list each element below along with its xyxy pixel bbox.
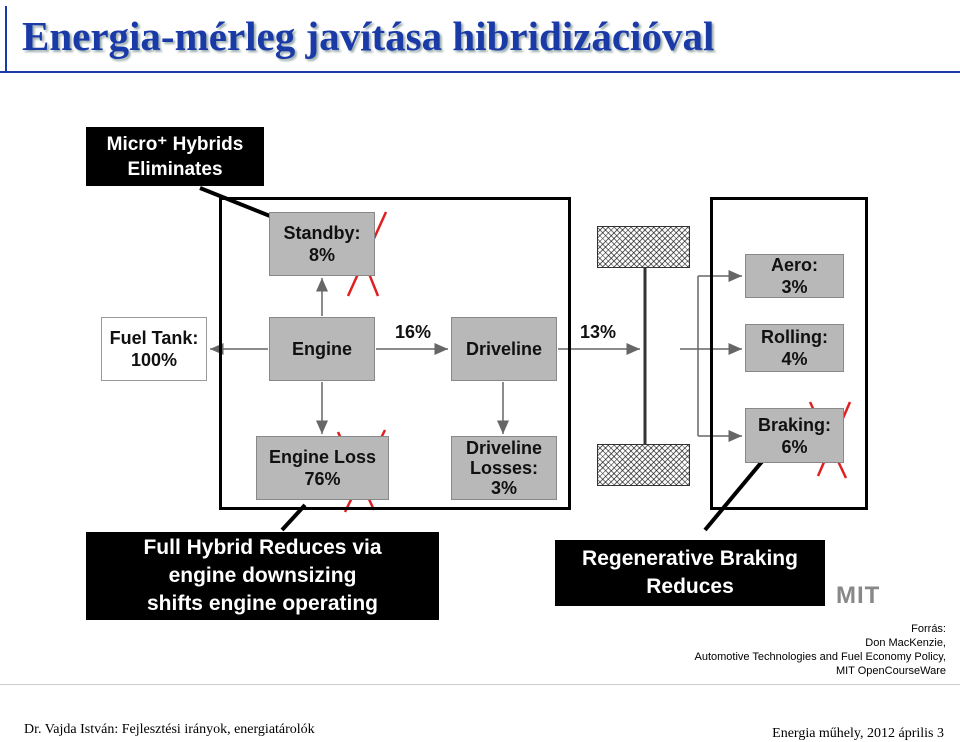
fuel-tank-box: Fuel Tank: 100% [101,317,207,381]
source-line1: Forrás: [694,622,946,636]
driveline-losses-box: Driveline Losses: 3% [451,436,557,500]
micro-line1: Micro⁺ Hybrids [107,132,244,157]
fuel-tank-value: 100% [131,349,177,371]
aero-box: Aero: 3% [745,254,844,298]
braking-box: Braking: 6% [745,408,844,463]
driveline-losses-label2: Losses: [470,458,538,478]
micro-hybrids-callout: Micro⁺ Hybrids Eliminates [86,127,264,186]
rolling-label: Rolling: [761,326,828,348]
wheel-top-icon [597,226,690,268]
source-line3: Automotive Technologies and Fuel Economy… [694,650,946,664]
source-line4: MIT OpenCourseWare [694,664,946,678]
braking-value: 6% [781,436,807,458]
flow-driveline-wheels: 13% [580,322,616,343]
full-line2: engine downsizing [169,562,357,590]
engine-loss-value: 76% [304,468,340,490]
mit-logo: MIT [836,582,880,610]
full-line1: Full Hybrid Reduces via [143,534,381,562]
rolling-box: Rolling: 4% [745,324,844,372]
micro-line2: Eliminates [127,157,222,182]
driveline-label: Driveline [466,338,542,360]
full-hybrid-callout: Full Hybrid Reduces via engine downsizin… [86,532,439,620]
aero-value: 3% [781,276,807,298]
engine-label: Engine [292,338,352,360]
footer-divider [0,684,960,685]
wheel-bottom-icon [597,444,690,486]
source-block: Forrás: Don MacKenzie, Automotive Techno… [694,622,946,678]
driveline-box: Driveline [451,317,557,381]
engine-loss-label: Engine Loss [269,446,376,468]
full-line3: shifts engine operating [147,590,378,618]
regen-braking-callout: Regenerative Braking Reduces [555,540,825,606]
regen-line2: Reduces [646,573,734,601]
footer-left: Dr. Vajda István: Fejlesztési irányok, e… [24,722,315,738]
standby-box: Standby: 8% [269,212,375,276]
standby-label: Standby: [283,222,360,244]
aero-label: Aero: [771,254,818,276]
braking-label: Braking: [758,414,831,436]
standby-value: 8% [309,244,335,266]
rolling-value: 4% [781,348,807,370]
source-line2: Don MacKenzie, [694,636,946,650]
engine-box: Engine [269,317,375,381]
footer-right: Energia műhely, 2012 április 3 [772,726,944,742]
engine-loss-box: Engine Loss 76% [256,436,389,500]
flow-engine-driveline: 16% [395,322,431,343]
fuel-tank-label: Fuel Tank: [110,327,199,349]
driveline-losses-value: 3% [491,478,517,498]
regen-line1: Regenerative Braking [582,545,798,573]
driveline-losses-label1: Driveline [466,438,542,458]
